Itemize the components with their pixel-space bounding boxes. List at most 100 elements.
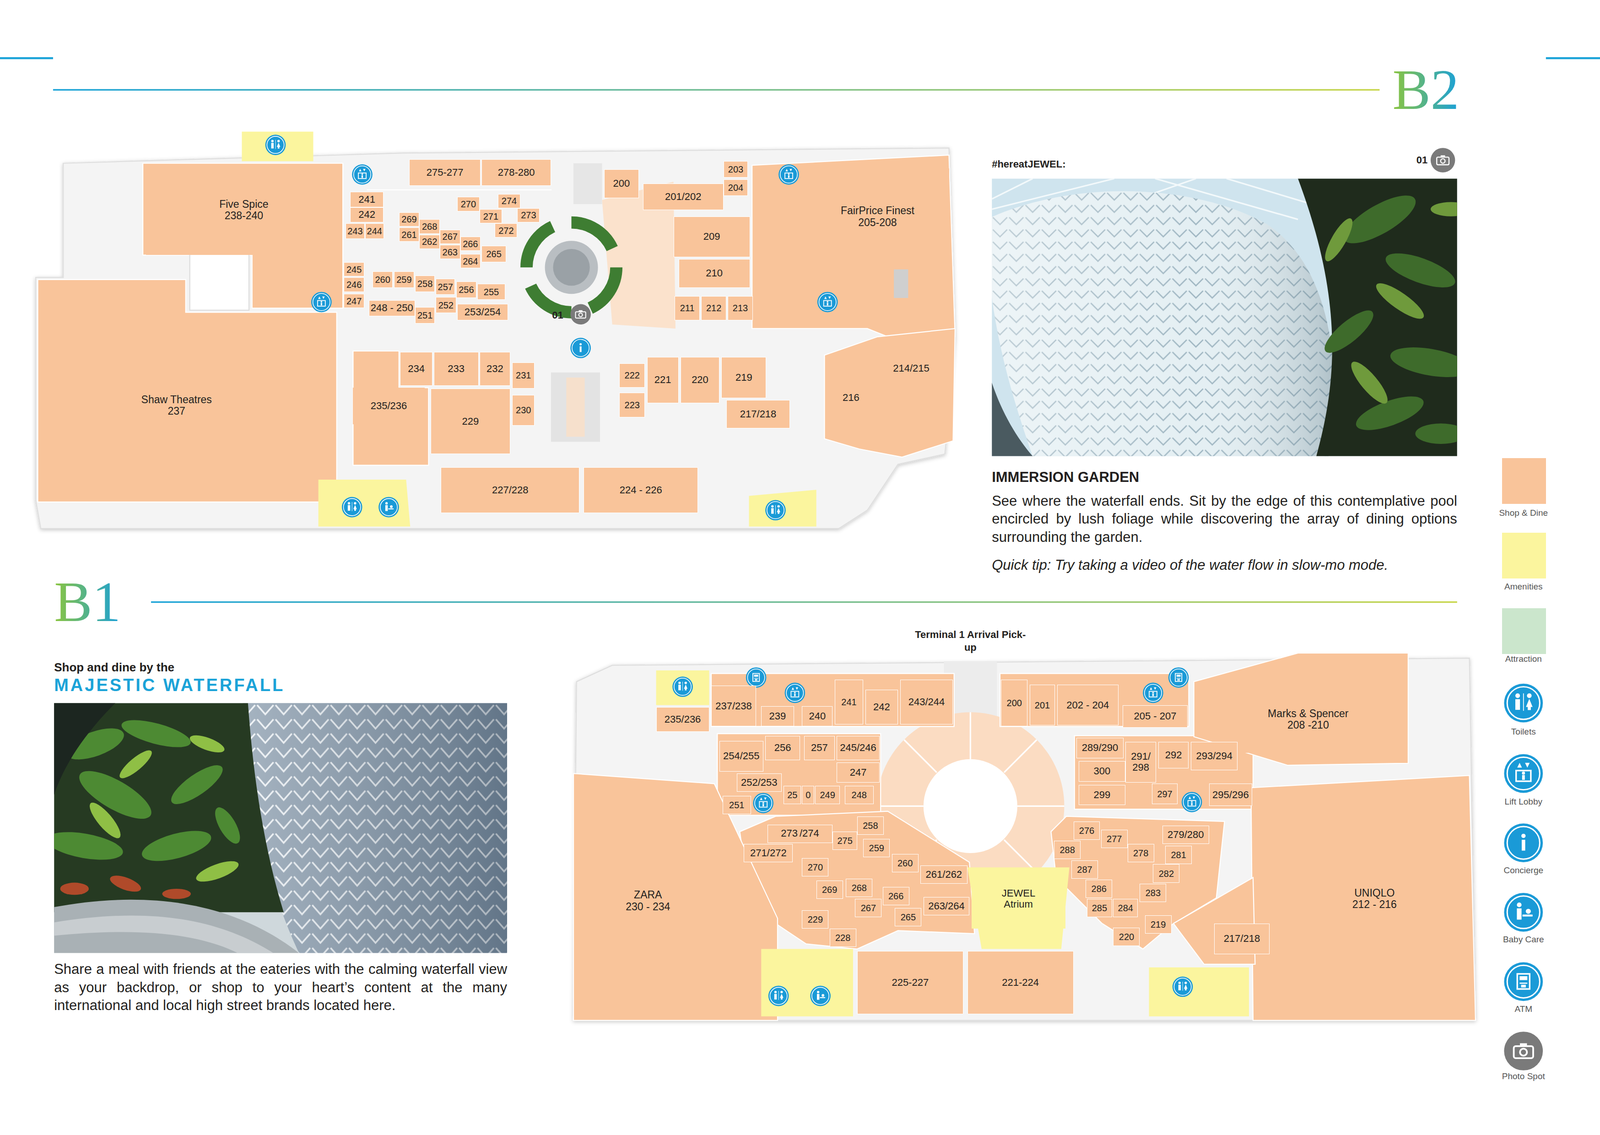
shop-unit: FairPrice Finest205-208 bbox=[805, 168, 949, 266]
unit-label-group: 276 bbox=[1079, 825, 1095, 836]
lift-car bbox=[1516, 770, 1531, 782]
unit-label-group: 299 bbox=[1093, 789, 1111, 801]
icon-disc bbox=[672, 676, 693, 698]
shop-unit: 275-277 bbox=[409, 159, 481, 186]
atm-note bbox=[1177, 679, 1180, 681]
unit-number: 295/296 bbox=[1212, 789, 1249, 801]
shop-unit: 281 bbox=[1165, 845, 1192, 865]
waterfall-photo-part bbox=[138, 824, 215, 867]
unit-label-group: 231 bbox=[515, 370, 531, 381]
floor-plans-part bbox=[151, 601, 1458, 603]
shop-unit: 227/228 bbox=[440, 467, 580, 514]
unit-number: 232 bbox=[486, 363, 504, 375]
shop-unit: 25 bbox=[783, 785, 801, 805]
shop-unit: 264 bbox=[460, 254, 482, 269]
tip: Quick tip: Try taking a video of the wat… bbox=[991, 556, 1389, 575]
shop-unit: 229 bbox=[430, 388, 511, 455]
floor-plans-part bbox=[751, 155, 956, 337]
unit-label-group: 240 bbox=[809, 710, 827, 722]
floor-plans-part bbox=[241, 131, 314, 162]
shop-unit: 267 bbox=[854, 898, 882, 918]
shop-unit: 265 bbox=[481, 245, 507, 263]
baby-head bbox=[821, 994, 825, 997]
unit-label-group: 266 bbox=[888, 891, 904, 902]
floor-plans-part bbox=[1017, 805, 1065, 807]
unit-label-group: 229 bbox=[807, 914, 823, 925]
floor-plans-part bbox=[352, 351, 429, 466]
unit-number: 237/238 bbox=[715, 700, 752, 712]
legend-text: Lift Lobby bbox=[1504, 796, 1543, 808]
unit-label-group: 263/264 bbox=[928, 900, 965, 912]
unit-label-group: 293/294 bbox=[1195, 750, 1233, 762]
unit-number: 244 bbox=[367, 226, 383, 237]
unit-name: Marks & Spencer bbox=[1267, 708, 1349, 720]
icon-disc bbox=[810, 985, 831, 1007]
lift-up bbox=[760, 797, 763, 800]
floor-plans-part bbox=[1004, 739, 1037, 773]
unit-number: 228 bbox=[835, 932, 851, 943]
lift-car bbox=[1188, 800, 1196, 806]
atm-slot bbox=[754, 678, 759, 679]
figure-head bbox=[777, 505, 780, 508]
shop-unit: 225-227 bbox=[857, 951, 964, 1015]
figure-head bbox=[788, 173, 790, 176]
unit-number: 213 bbox=[732, 302, 748, 314]
shop-unit: 202 - 204 bbox=[1057, 684, 1119, 726]
lift-up bbox=[1149, 687, 1152, 691]
figure-head bbox=[678, 681, 681, 684]
shop-unit: 253/254 bbox=[457, 303, 509, 321]
floor-plans-part bbox=[53, 89, 1380, 91]
unit-label-group: 285 bbox=[1091, 902, 1108, 914]
floor-plans-part bbox=[37, 155, 955, 503]
figure-head bbox=[347, 502, 351, 505]
atm-body bbox=[752, 673, 760, 682]
unit-number: 284 bbox=[1118, 902, 1134, 914]
shop-unit: 220 bbox=[680, 356, 720, 403]
unit-number: 297 bbox=[1156, 789, 1173, 800]
shop-unit: 275 bbox=[832, 831, 858, 850]
waterfall-photo-part bbox=[54, 915, 274, 954]
shop-unit: Marks & Spencer208 -210 bbox=[1220, 685, 1396, 753]
unit-label-group: 242 bbox=[873, 701, 891, 713]
info-stem bbox=[1521, 839, 1526, 851]
floor-plans-part bbox=[551, 372, 600, 443]
shop-unit: 200 bbox=[604, 169, 639, 198]
shop-unit: 201 bbox=[1029, 684, 1056, 726]
unit-label-group: 243 bbox=[347, 226, 363, 237]
shop-unit: 259 bbox=[394, 271, 415, 288]
unit-number: 286 bbox=[1091, 883, 1107, 894]
shop-unit: 284 bbox=[1113, 898, 1138, 918]
icon-ring bbox=[1173, 978, 1191, 995]
shop-unit: Five Spice238-240 bbox=[145, 165, 342, 255]
unit-label-group: 269 bbox=[401, 214, 417, 225]
figure-body bbox=[1525, 698, 1533, 708]
shop-unit: 269 bbox=[816, 880, 844, 899]
waterfall-photo bbox=[44, 702, 508, 953]
unit-number: 268 bbox=[851, 882, 867, 893]
atm-body bbox=[1517, 973, 1530, 990]
icon-ring bbox=[1169, 669, 1187, 687]
shop-unit: 234 bbox=[400, 351, 433, 386]
lift-icon bbox=[778, 164, 800, 185]
lift-down bbox=[764, 797, 767, 800]
lift-down bbox=[1153, 687, 1157, 691]
figure-body bbox=[347, 505, 351, 511]
unit-label-group: 256 bbox=[458, 284, 474, 295]
legend-swatch bbox=[1502, 532, 1546, 579]
lift-icon bbox=[784, 682, 806, 704]
waterfall-photo-part bbox=[1351, 389, 1428, 438]
icon-disc bbox=[778, 164, 800, 185]
unit-label-group: 300 bbox=[1093, 765, 1111, 777]
unit-number: 221 bbox=[654, 374, 672, 386]
floor-plans-part bbox=[545, 240, 599, 294]
lift-car bbox=[317, 300, 326, 307]
baby-icon bbox=[378, 497, 400, 518]
figure-head bbox=[320, 301, 323, 303]
lift-up bbox=[791, 687, 795, 691]
shop-unit: 228 bbox=[829, 928, 857, 947]
shop-unit: 245/246 bbox=[836, 735, 880, 761]
unit-number: 287 bbox=[1076, 864, 1092, 875]
unit-number: 243/244 bbox=[908, 696, 946, 708]
shop-unit: 248 - 250 bbox=[368, 300, 416, 317]
unit-label-group: 224 - 226 bbox=[619, 484, 663, 496]
